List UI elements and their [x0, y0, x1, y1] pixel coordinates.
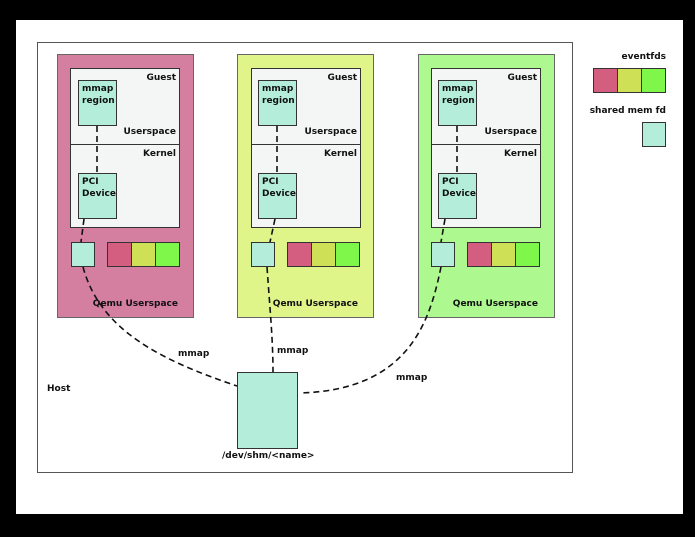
guest-label-1: Guest: [146, 73, 176, 83]
guest-label-2: Guest: [327, 73, 357, 83]
kernel-label-3: Kernel: [504, 149, 537, 159]
eventfd-red-3: [467, 242, 492, 267]
eventfd-green-2: [335, 242, 360, 267]
shared-mem-fd-1: [71, 242, 95, 267]
pci-device-label-line1: PCI: [82, 177, 99, 187]
legend-shared-mem-fd-box: [642, 122, 666, 147]
guest-kernel-divider-3: [431, 144, 541, 145]
mmap-link-label-2: mmap: [277, 346, 309, 356]
legend-eventfd-yellow: [617, 68, 642, 93]
eventfd-yellow-3: [491, 242, 516, 267]
mmap-region-box-3: mmap region: [438, 80, 477, 126]
mmap-region-label-line1: mmap: [82, 84, 114, 94]
eventfd-yellow-1: [131, 242, 156, 267]
pci-device-box-3: PCI Device: [438, 173, 477, 219]
userspace-label-1: Userspace: [123, 127, 176, 137]
shared-memory-object: [237, 372, 298, 449]
guest-kernel-divider-1: [70, 144, 180, 145]
mmap-region-box-2: mmap region: [258, 80, 297, 126]
mmap-link-label-3: mmap: [396, 373, 428, 383]
shared-memory-label: /dev/shm/<name>: [222, 451, 315, 461]
pci-device-box-2: PCI Device: [258, 173, 297, 219]
mmap-region-label-line2: region: [82, 96, 115, 106]
eventfd-green-3: [515, 242, 540, 267]
mmap-region-label-line1: mmap: [262, 84, 294, 94]
shared-mem-fd-3: [431, 242, 455, 267]
pci-device-label-line2: Device: [82, 189, 116, 199]
shared-mem-fd-2: [251, 242, 275, 267]
mmap-region-label-line2: region: [262, 96, 295, 106]
eventfd-green-1: [155, 242, 180, 267]
pci-device-label-line1: PCI: [262, 177, 279, 187]
mmap-region-box-1: mmap region: [78, 80, 117, 126]
kernel-label-2: Kernel: [324, 149, 357, 159]
pci-device-label-line1: PCI: [442, 177, 459, 187]
legend-shared-mem-fd-label: shared mem fd: [589, 106, 666, 116]
guest-kernel-divider-2: [251, 144, 361, 145]
mmap-link-label-1: mmap: [178, 349, 210, 359]
pci-device-label-line2: Device: [262, 189, 296, 199]
eventfd-red-2: [287, 242, 312, 267]
host-label: Host: [47, 384, 71, 394]
userspace-label-2: Userspace: [304, 127, 357, 137]
guest-label-3: Guest: [507, 73, 537, 83]
eventfd-yellow-2: [311, 242, 336, 267]
mmap-region-label-line1: mmap: [442, 84, 474, 94]
qemu-userspace-label-2: Qemu Userspace: [272, 299, 358, 309]
eventfd-red-1: [107, 242, 132, 267]
mmap-region-label-line2: region: [442, 96, 475, 106]
qemu-userspace-label-3: Qemu Userspace: [452, 299, 538, 309]
userspace-label-3: Userspace: [484, 127, 537, 137]
kernel-label-1: Kernel: [143, 149, 176, 159]
qemu-userspace-label-1: Qemu Userspace: [92, 299, 178, 309]
legend-eventfd-green: [641, 68, 666, 93]
pci-device-box-1: PCI Device: [78, 173, 117, 219]
legend-eventfds-label: eventfds: [621, 52, 667, 62]
pci-device-label-line2: Device: [442, 189, 476, 199]
legend-eventfd-red: [593, 68, 618, 93]
